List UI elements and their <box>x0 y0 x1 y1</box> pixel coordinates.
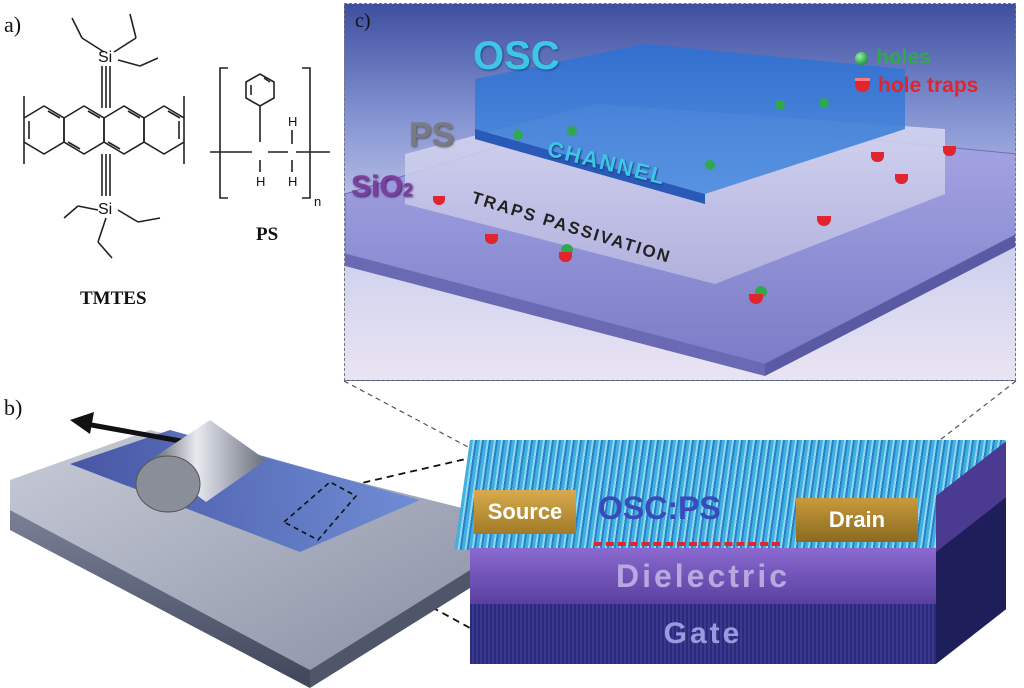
sio2-label-subscript: 2 <box>402 180 413 200</box>
panel-label-c: c) <box>355 10 371 32</box>
tmtes-structure: Si Si <box>23 13 185 259</box>
legend-holes-label: holes <box>876 46 931 69</box>
panel-label-b: b) <box>4 395 23 420</box>
panel-c-illustration: c) OSC PS SiO2 CHANNEL TRAPS PASSIVATION <box>344 3 1016 381</box>
hole-trap-icon <box>855 80 870 92</box>
hole-trap-marker <box>559 252 572 262</box>
hole-icon <box>855 51 868 65</box>
tmtes-si-bottom: Si <box>98 201 112 218</box>
ps-subscript-n: n <box>314 194 321 209</box>
ps-structure: H H H n <box>210 67 330 209</box>
hole-trap-marker <box>749 294 763 304</box>
gate-label: Gate <box>663 617 743 650</box>
hole-marker <box>819 98 829 108</box>
ps-label: PS <box>256 224 279 245</box>
hole-marker <box>705 160 715 170</box>
ps-h-3: H <box>288 174 297 189</box>
hole-trap-marker <box>817 216 831 226</box>
osc-layer <box>475 44 905 194</box>
coating-direction-arrow <box>85 421 187 445</box>
dielectric-layer: Dielectric <box>470 548 936 604</box>
hole-trap-marker <box>485 234 498 244</box>
roller-end-cap <box>135 455 201 513</box>
tmtes-label: TMTES <box>80 288 147 309</box>
ps-layer-label: PS <box>409 116 455 154</box>
layer-stack-illustration <box>345 44 1015 376</box>
legend-holes: holes <box>855 44 978 72</box>
ps-h-1: H <box>256 174 265 189</box>
hole-marker <box>513 130 523 140</box>
source-label: Source <box>487 499 563 524</box>
arrow-head-icon <box>70 412 94 434</box>
tmtes-si-top: Si <box>98 49 112 66</box>
osc-ps-label: OSC:PS <box>598 490 721 526</box>
device-cross-section: Source Drain OSC:PS Dielectric Gate <box>454 424 1010 676</box>
hole-trap-marker <box>943 146 956 156</box>
hole-marker <box>775 100 785 110</box>
gate-layer: Gate <box>470 604 936 664</box>
hole-trap-marker <box>433 196 445 205</box>
drain-label: Drain <box>828 507 886 532</box>
sio2-label: SiO2 <box>351 170 413 204</box>
source-electrode: Source <box>474 490 576 534</box>
osc-label: OSC <box>473 34 560 78</box>
hole-trap-marker <box>895 174 908 184</box>
hole-marker <box>567 126 577 136</box>
zoom-region-box <box>282 481 358 542</box>
legend-hole-traps-label: hole traps <box>878 74 979 97</box>
trap-interface-line <box>594 542 780 546</box>
ps-h-2: H <box>288 114 297 129</box>
legend-hole-traps: hole traps <box>855 72 978 100</box>
panel-label-a: a) <box>4 12 22 37</box>
sio2-label-text: SiO <box>351 170 403 203</box>
legend: holes hole traps <box>855 44 978 100</box>
dielectric-label: Dielectric <box>615 557 791 594</box>
coating-setup-illustration <box>10 412 470 688</box>
hole-trap-marker <box>871 152 884 162</box>
drain-electrode: Drain <box>796 498 918 542</box>
